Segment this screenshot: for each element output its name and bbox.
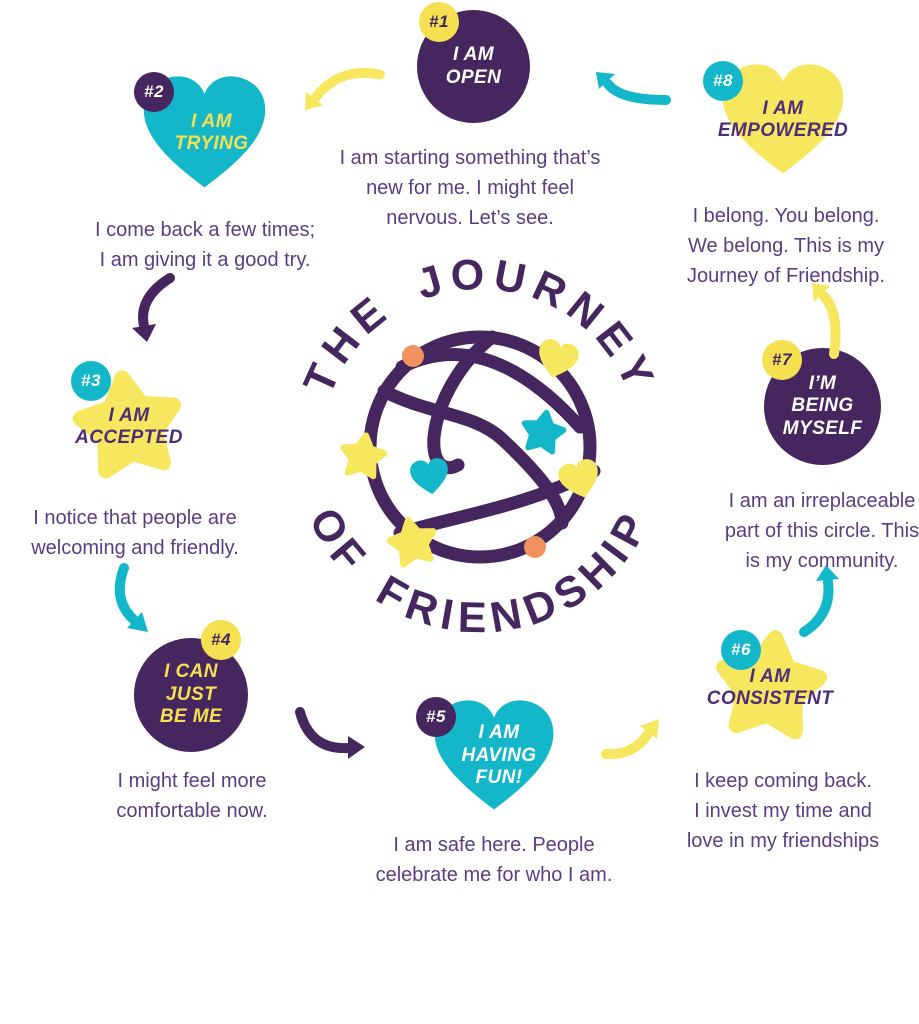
stage-3-number-badge: #3 [71, 361, 111, 401]
stage-5-description: I am safe here. People celebrate me for … [375, 834, 613, 886]
stage-7-description: I am an irreplaceable part of this circl… [724, 490, 919, 572]
stage-1-label: I AM OPEN [445, 44, 502, 88]
teal-star-icon [521, 409, 567, 453]
teal-heart-shape [434, 700, 554, 810]
arrow-2-to-3-icon [132, 273, 175, 342]
journey-of-friendship-logo: THE JOURNEY OF FRIENDSHIP [295, 250, 660, 642]
stage-6-number-badge: #6 [721, 630, 761, 670]
stage-2-label: I AM TRYING [174, 110, 249, 154]
stage-7-number-badge: #7 [762, 340, 802, 380]
stage-5-i-am-having-fun: #5 I AM HAVING FUN! [416, 696, 560, 816]
arrow-1-to-2-icon [304, 68, 385, 111]
stage-1-description: I am starting something that’s new for m… [339, 147, 601, 229]
stage-7-im-being-myself: #7 I’M BEING MYSELF [762, 340, 881, 465]
stage-1-i-am-open: #1 I AM OPEN [417, 2, 530, 123]
stage-7-label: I’M BEING MYSELF [782, 372, 863, 439]
stage-3-i-am-accepted: #3 I AM ACCEPTED [64, 361, 194, 486]
arrow-5-to-6-icon [601, 719, 659, 760]
arrow-6-to-7-icon [799, 565, 839, 637]
orange-dot-icon [402, 345, 424, 367]
arrow-8-to-1-icon [596, 72, 671, 105]
stage-8-label: I AM EMPOWERED [717, 97, 849, 141]
stage-5-label: I AM HAVING FUN! [461, 722, 537, 789]
arrow-3-to-4-icon [114, 563, 148, 632]
stage-4-label: I CAN JUST BE ME [159, 661, 223, 728]
stage-3-description: I notice that people are welcoming and f… [31, 507, 239, 559]
stage-2-number-badge: #2 [134, 72, 174, 112]
stage-2-i-am-trying: #2 I AM TRYING [134, 72, 272, 194]
stage-4-i-can-just-be-me: #4 I CAN JUST BE ME [134, 620, 248, 752]
yellow-heart-shape [722, 64, 844, 174]
arrow-7-to-8-icon [812, 283, 841, 359]
stage-6-label: I AM CONSISTENT [706, 665, 834, 709]
teal-heart-icon [408, 456, 452, 497]
stage-4-number-badge: #4 [201, 620, 241, 660]
stage-2-description: I come back a few times; I am giving it … [94, 219, 316, 271]
stage-8-i-am-empowered: #8 I AM EMPOWERED [703, 60, 850, 180]
arrow-4-to-5-icon [295, 707, 365, 759]
stage-1-number-badge: #1 [419, 2, 459, 42]
logo-arc-bottom-text: OF FRIENDSHIP [299, 500, 660, 642]
stage-3-label: I AM ACCEPTED [75, 404, 183, 448]
stage-6-description: I keep coming back. I invest my time and… [686, 770, 880, 852]
stage-8-number-badge: #8 [703, 61, 743, 101]
orange-dot-icon [524, 536, 546, 558]
stage-8-description: I belong. You belong. We belong. This is… [687, 205, 885, 287]
stage-4-description: I might feel more comfortable now. [116, 770, 268, 822]
yellow-star-shape [72, 370, 182, 479]
stage-6-i-am-consistent: #6 I AM CONSISTENT [705, 628, 835, 748]
yellow-star-icon [340, 432, 387, 477]
stage-5-number-badge: #5 [416, 697, 456, 737]
teal-heart-shape [143, 76, 266, 188]
